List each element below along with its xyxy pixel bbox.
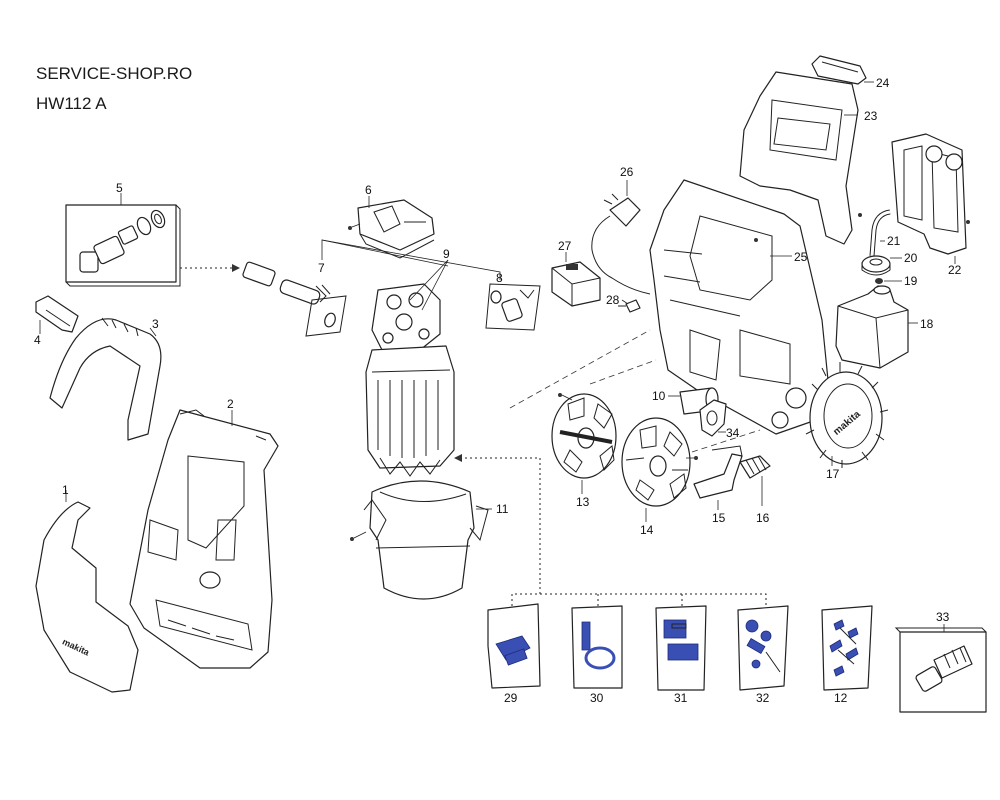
part-1-front-cover: makita [35,501,139,693]
label-34: 34 [726,426,740,440]
part-19-washer [875,278,883,284]
part-8-valve-assembly [485,283,541,331]
label-11: 11 [496,502,509,516]
label-5: 5 [116,181,123,195]
label-19: 19 [904,274,918,288]
label-21: 21 [887,234,901,248]
label-1: 1 [62,483,69,497]
label-7: 7 [318,261,325,275]
label-23: 23 [864,109,878,123]
part-21-pipe [869,209,891,257]
label-10: 10 [652,389,666,403]
label-28: 28 [606,293,620,307]
label-26: 26 [620,165,634,179]
label-31: 31 [674,691,688,705]
part-2-front-housing [129,409,279,669]
part-11-motor-housing [363,480,489,600]
label-29: 29 [504,691,518,705]
part-15-crank [693,445,743,499]
part-23-carry-handle [739,71,859,245]
part-32-bag [737,605,789,691]
label-22: 22 [948,263,962,277]
label-18: 18 [920,317,934,331]
part-5-inlet-fitting [65,204,181,287]
label-6: 6 [365,183,372,197]
part-26-power-cord [591,193,651,295]
label-15: 15 [712,511,726,525]
label-2: 2 [227,397,234,411]
part-22-hose-holder [891,133,967,255]
part-7-valve-assembly [242,261,347,337]
label-17: 17 [826,467,840,481]
label-12: 12 [834,691,848,705]
model-title: HW112 A [36,94,107,113]
part-20-cap [861,255,891,276]
label-24: 24 [876,76,890,90]
part-14-reel-disc [621,417,691,507]
label-20: 20 [904,251,918,265]
label-4: 4 [34,333,41,347]
label-30: 30 [590,691,604,705]
label-27: 27 [558,239,572,253]
part-29-bag [487,603,541,689]
part-24-handle-cap [811,55,867,85]
label-33: 33 [936,610,950,624]
part-25-rear-housing [649,179,829,435]
part-13-reel-disc [551,393,617,479]
site-title: SERVICE-SHOP.RO [36,64,193,83]
part-17-reel-cover: makita [805,362,889,468]
part-9-pump-head [371,283,441,351]
label-16: 16 [756,511,770,525]
part-4-handle-grip [35,295,79,333]
part-30-bag [571,605,623,689]
part-6-pump-cover [357,199,435,259]
motor-assembly [365,345,455,477]
part-18-detergent-tank [835,285,909,369]
label-13: 13 [576,495,590,509]
label-14: 14 [640,523,654,537]
part-34-crank-bracket [699,399,727,437]
part-16-crank-knob [739,455,771,479]
part-27-switch [551,261,601,307]
label-3: 3 [152,317,159,331]
part-33-nozzle-box [894,627,987,713]
part-28-clamp [618,299,641,313]
label-25: 25 [794,250,808,264]
part-3-handle [49,317,162,441]
part-12-bag [821,605,873,691]
part-31-bag [655,605,707,691]
label-9: 9 [443,247,450,261]
label-8: 8 [496,271,503,285]
label-32: 32 [756,691,770,705]
